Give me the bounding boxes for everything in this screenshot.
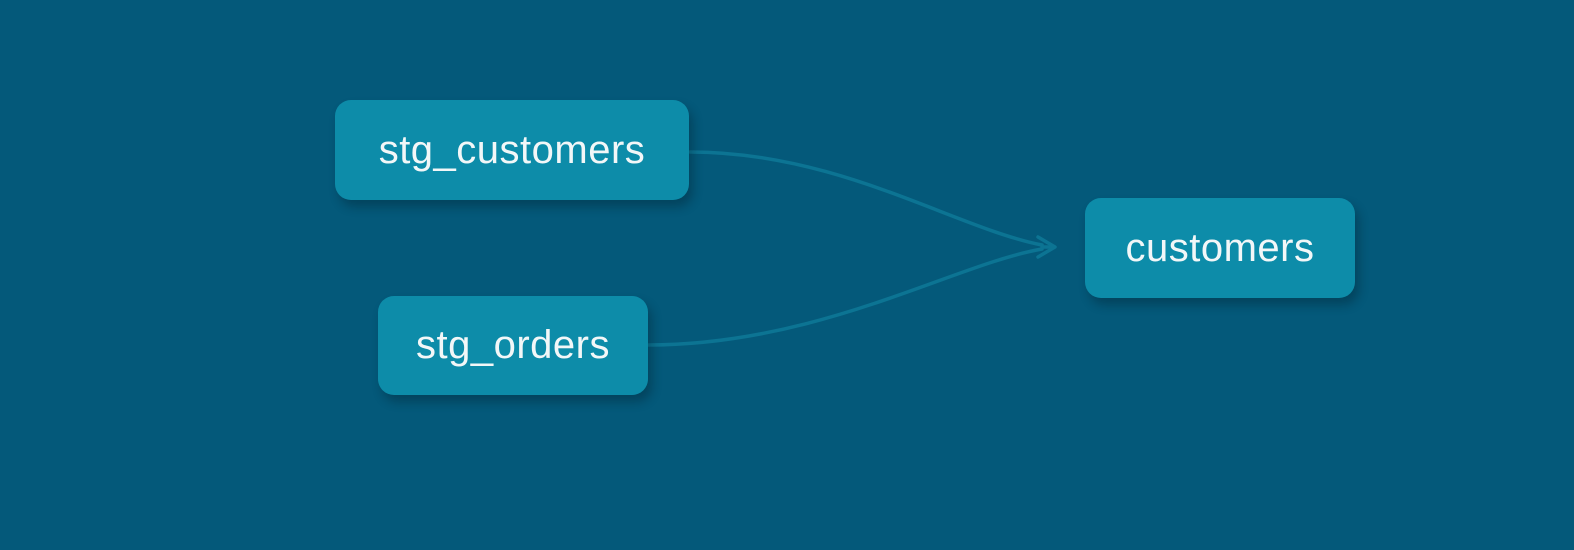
edge-stg-customers-to-customers <box>688 150 1044 247</box>
node-label: customers <box>1125 225 1315 270</box>
node-stg-customers[interactable]: stg_customers <box>335 100 689 200</box>
node-stg-orders[interactable]: stg_orders <box>378 296 648 395</box>
node-label: stg_orders <box>416 323 610 367</box>
node-customers[interactable]: customers <box>1085 198 1355 298</box>
node-label: stg_customers <box>378 127 646 172</box>
edge-stg-orders-to-customers <box>646 247 1044 347</box>
